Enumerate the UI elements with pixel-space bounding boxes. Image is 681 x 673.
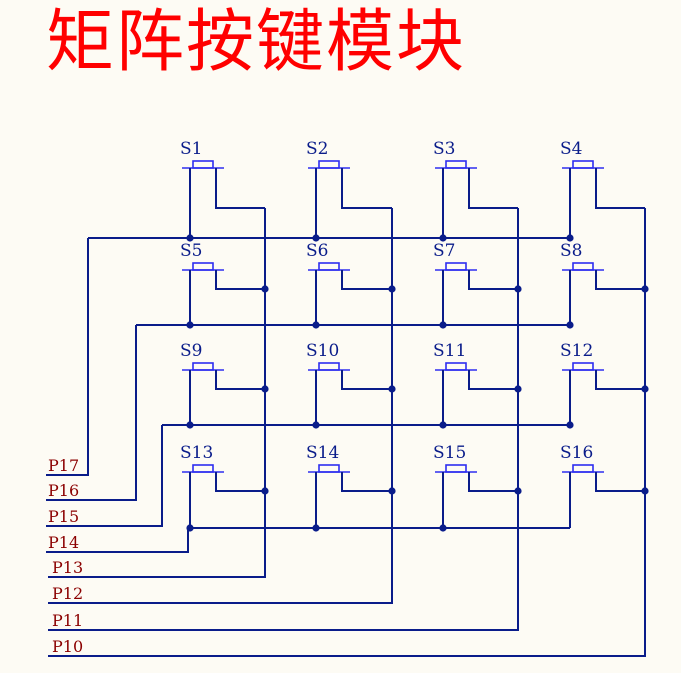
column-bus bbox=[48, 208, 266, 578]
junction-dot bbox=[514, 487, 522, 495]
switch-label: S6 bbox=[306, 241, 328, 261]
column-lead bbox=[595, 476, 645, 492]
switch-label: S3 bbox=[433, 139, 455, 159]
switch-label: S4 bbox=[560, 139, 582, 159]
switch-s2 bbox=[308, 160, 350, 172]
junction-dot bbox=[514, 385, 522, 393]
pin-label-p12: P12 bbox=[52, 584, 83, 603]
junction-dot bbox=[439, 234, 447, 242]
switch-label: S16 bbox=[560, 443, 593, 463]
switch-label: S13 bbox=[180, 443, 213, 463]
junction-dot bbox=[439, 421, 447, 429]
junction-dot bbox=[566, 421, 574, 429]
junction-dot bbox=[261, 285, 269, 293]
row-pin-wire bbox=[46, 528, 189, 553]
pin-label-p17: P17 bbox=[48, 456, 79, 475]
column-lead bbox=[595, 374, 645, 390]
junction-dot bbox=[641, 487, 649, 495]
junction-dot bbox=[641, 385, 649, 393]
junction-dot bbox=[186, 234, 194, 242]
switch-s13 bbox=[182, 464, 224, 476]
switch-s12 bbox=[562, 362, 604, 374]
switch-label: S8 bbox=[560, 241, 582, 261]
switch-s3 bbox=[435, 160, 477, 172]
switch-label: S12 bbox=[560, 341, 593, 361]
column-lead bbox=[341, 476, 392, 492]
junction-dot bbox=[186, 524, 194, 532]
switch-s5 bbox=[182, 262, 224, 274]
column-lead bbox=[468, 172, 518, 209]
pin-label-p15: P15 bbox=[48, 507, 79, 526]
switch-label: S14 bbox=[306, 443, 339, 463]
switch-s16 bbox=[562, 464, 604, 476]
switch-label: S5 bbox=[180, 241, 202, 261]
column-bus bbox=[48, 208, 393, 604]
pin-label-p13: P13 bbox=[52, 558, 83, 577]
pin-label-p11: P11 bbox=[52, 611, 83, 630]
switch-s4 bbox=[562, 160, 604, 172]
column-lead bbox=[215, 374, 265, 390]
junction-dot bbox=[439, 321, 447, 329]
switch-s9 bbox=[182, 362, 224, 374]
junction-dot bbox=[261, 385, 269, 393]
switch-s10 bbox=[308, 362, 350, 374]
wires bbox=[46, 172, 646, 657]
switch-label: S1 bbox=[180, 139, 202, 159]
junction-dot bbox=[312, 421, 320, 429]
switch-label: S11 bbox=[433, 341, 466, 361]
junction-dot bbox=[312, 234, 320, 242]
column-lead bbox=[215, 476, 265, 492]
junction-dot bbox=[186, 321, 194, 329]
switch-s15 bbox=[435, 464, 477, 476]
column-bus bbox=[48, 208, 519, 631]
switch-s11 bbox=[435, 362, 477, 374]
junctions bbox=[186, 234, 649, 532]
junction-dot bbox=[388, 385, 396, 393]
column-lead bbox=[215, 172, 265, 209]
column-lead bbox=[341, 374, 392, 390]
switch-label: S15 bbox=[433, 443, 466, 463]
column-lead bbox=[595, 274, 645, 290]
column-lead bbox=[468, 476, 518, 492]
column-lead bbox=[341, 274, 392, 290]
switch-label: S7 bbox=[433, 241, 455, 261]
junction-dot bbox=[439, 524, 447, 532]
row-pin-wire bbox=[46, 425, 163, 527]
junction-dot bbox=[261, 487, 269, 495]
junction-dot bbox=[566, 321, 574, 329]
row-pin-wire bbox=[46, 325, 137, 501]
junction-dot bbox=[312, 524, 320, 532]
diagram-title: 矩阵按键模块 bbox=[46, 3, 467, 82]
switch-label: S9 bbox=[180, 341, 202, 361]
switch-s6 bbox=[308, 262, 350, 274]
switches bbox=[182, 160, 604, 476]
pin-label-p10: P10 bbox=[52, 637, 83, 656]
switch-s8 bbox=[562, 262, 604, 274]
switch-s1 bbox=[182, 160, 224, 172]
junction-dot bbox=[388, 487, 396, 495]
junction-dot bbox=[514, 285, 522, 293]
column-lead bbox=[595, 172, 645, 209]
column-lead bbox=[341, 172, 392, 209]
column-lead bbox=[468, 374, 518, 390]
junction-dot bbox=[312, 321, 320, 329]
column-bus bbox=[48, 208, 646, 657]
junction-dot bbox=[641, 285, 649, 293]
switch-label: S2 bbox=[306, 139, 328, 159]
pin-label-p14: P14 bbox=[48, 533, 79, 552]
junction-dot bbox=[186, 421, 194, 429]
column-lead bbox=[215, 274, 265, 290]
column-lead bbox=[468, 274, 518, 290]
switch-s7 bbox=[435, 262, 477, 274]
junction-dot bbox=[388, 285, 396, 293]
switch-label: S10 bbox=[306, 341, 339, 361]
junction-dot bbox=[566, 234, 574, 242]
pin-label-p16: P16 bbox=[48, 481, 79, 500]
row-pin-wire bbox=[46, 238, 89, 476]
switch-s14 bbox=[308, 464, 350, 476]
